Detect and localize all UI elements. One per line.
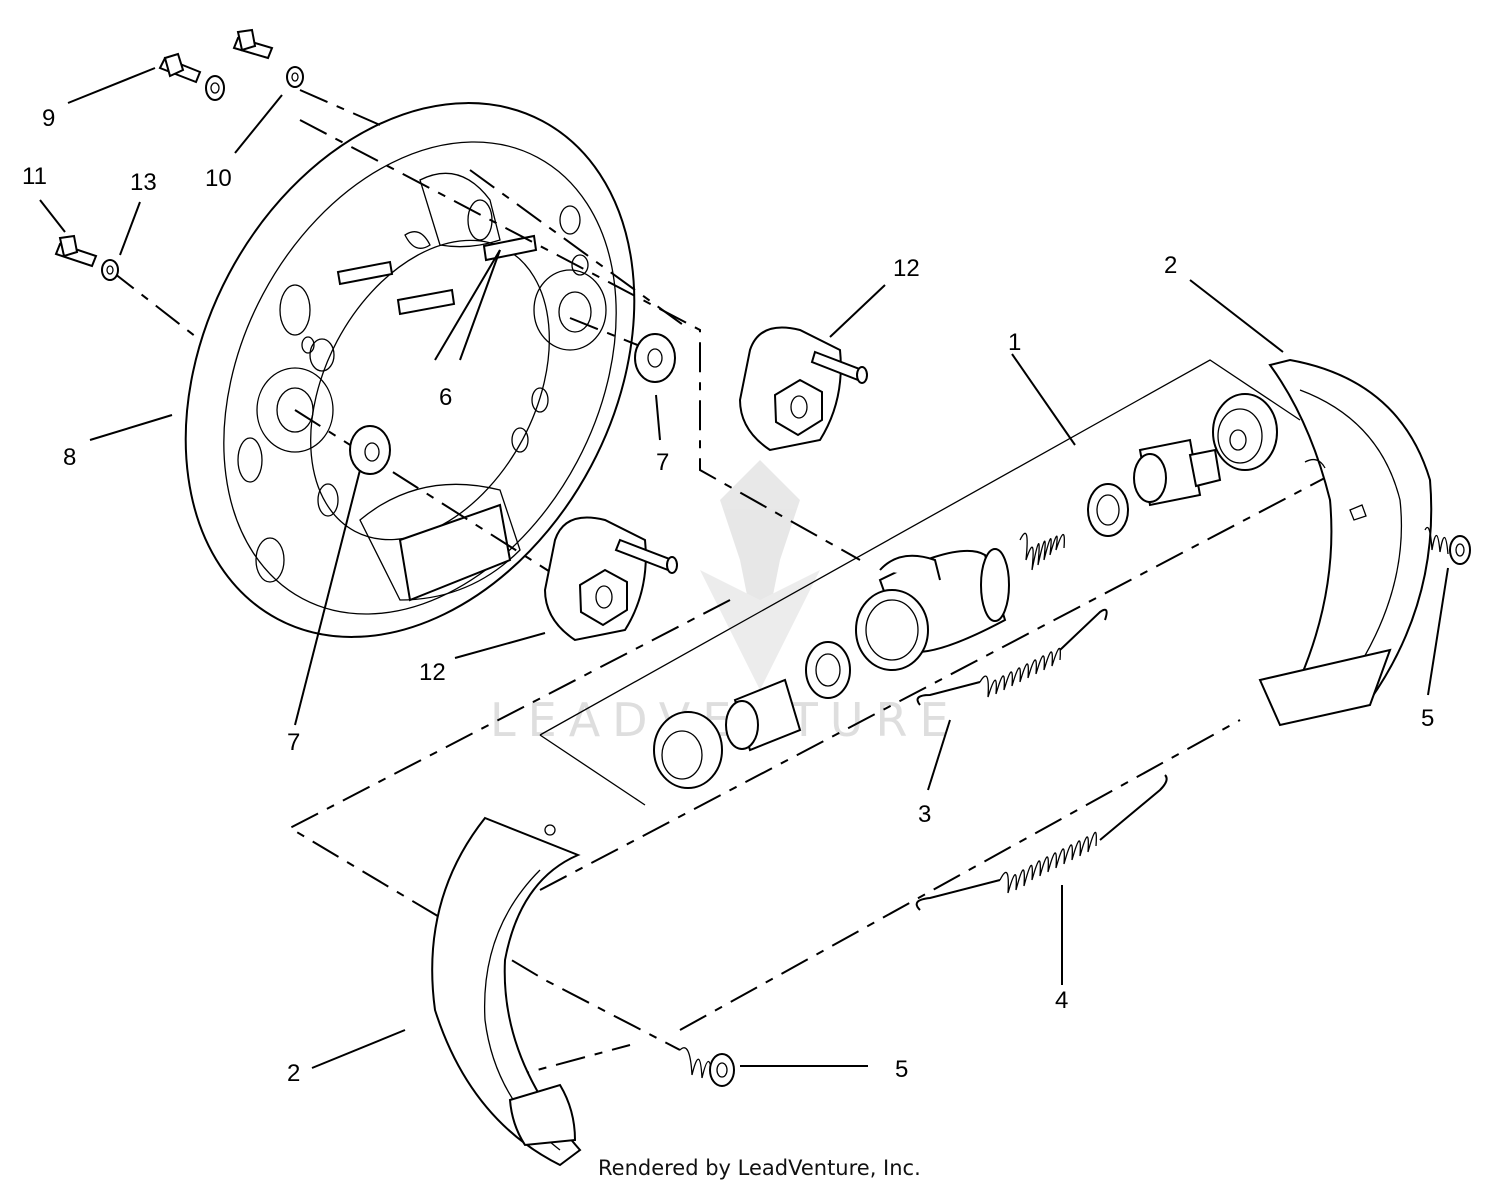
leader-lines xyxy=(39,67,1449,1069)
callout-11: 11 xyxy=(22,163,47,190)
washer-7-upper xyxy=(634,333,676,383)
washer-7-lower xyxy=(349,425,391,475)
wheel-cylinder-kit-outline xyxy=(539,359,1301,806)
rendered-by-credit: Rendered by LeadVenture, Inc. xyxy=(598,1156,921,1180)
callout-7-lower: 7 xyxy=(287,729,300,756)
cylinder-piston-upper xyxy=(1133,438,1222,507)
screw-10 xyxy=(232,28,304,88)
screw-11 xyxy=(54,234,98,268)
return-spring-3 xyxy=(916,608,1108,706)
brake-shoe-upper xyxy=(1258,358,1433,727)
return-spring-4 xyxy=(915,774,1168,911)
adjuster-cam-lower xyxy=(543,516,678,642)
callout-4: 4 xyxy=(1055,987,1068,1014)
brake-shoe-lower xyxy=(431,816,582,1167)
adjuster-cam-upper xyxy=(738,326,868,452)
callout-7-upper: 7 xyxy=(656,449,669,476)
callout-5-lower: 5 xyxy=(895,1056,908,1083)
cylinder-cup-upper xyxy=(1087,483,1129,537)
cylinder-piston-lower xyxy=(725,678,802,752)
hold-down-spring-upper xyxy=(1424,526,1471,565)
callout-5-upper: 5 xyxy=(1421,705,1434,732)
callout-2-upper: 2 xyxy=(1164,252,1177,279)
wheel-cylinder-body xyxy=(855,548,1010,671)
dust-boot-lower xyxy=(653,711,723,789)
callout-2-lower: 2 xyxy=(287,1060,300,1087)
dust-boot-upper xyxy=(1212,393,1278,471)
callout-1: 1 xyxy=(1008,329,1021,356)
callout-12-lower: 12 xyxy=(419,659,446,686)
callout-13: 13 xyxy=(130,169,157,196)
cylinder-cup-lower xyxy=(805,641,851,699)
watermark-text: LEADVENTURE xyxy=(490,693,961,747)
callout-8: 8 xyxy=(63,444,76,471)
callout-10: 10 xyxy=(205,165,232,192)
callout-9: 9 xyxy=(42,105,55,132)
screw-9 xyxy=(158,52,225,101)
callout-6: 6 xyxy=(439,384,452,411)
washer-13 xyxy=(101,259,119,281)
wheel-cylinder-spring xyxy=(1019,532,1065,571)
callout-3: 3 xyxy=(918,801,931,828)
callout-12-upper: 12 xyxy=(893,255,920,282)
hold-down-spring-lower xyxy=(679,1047,735,1087)
